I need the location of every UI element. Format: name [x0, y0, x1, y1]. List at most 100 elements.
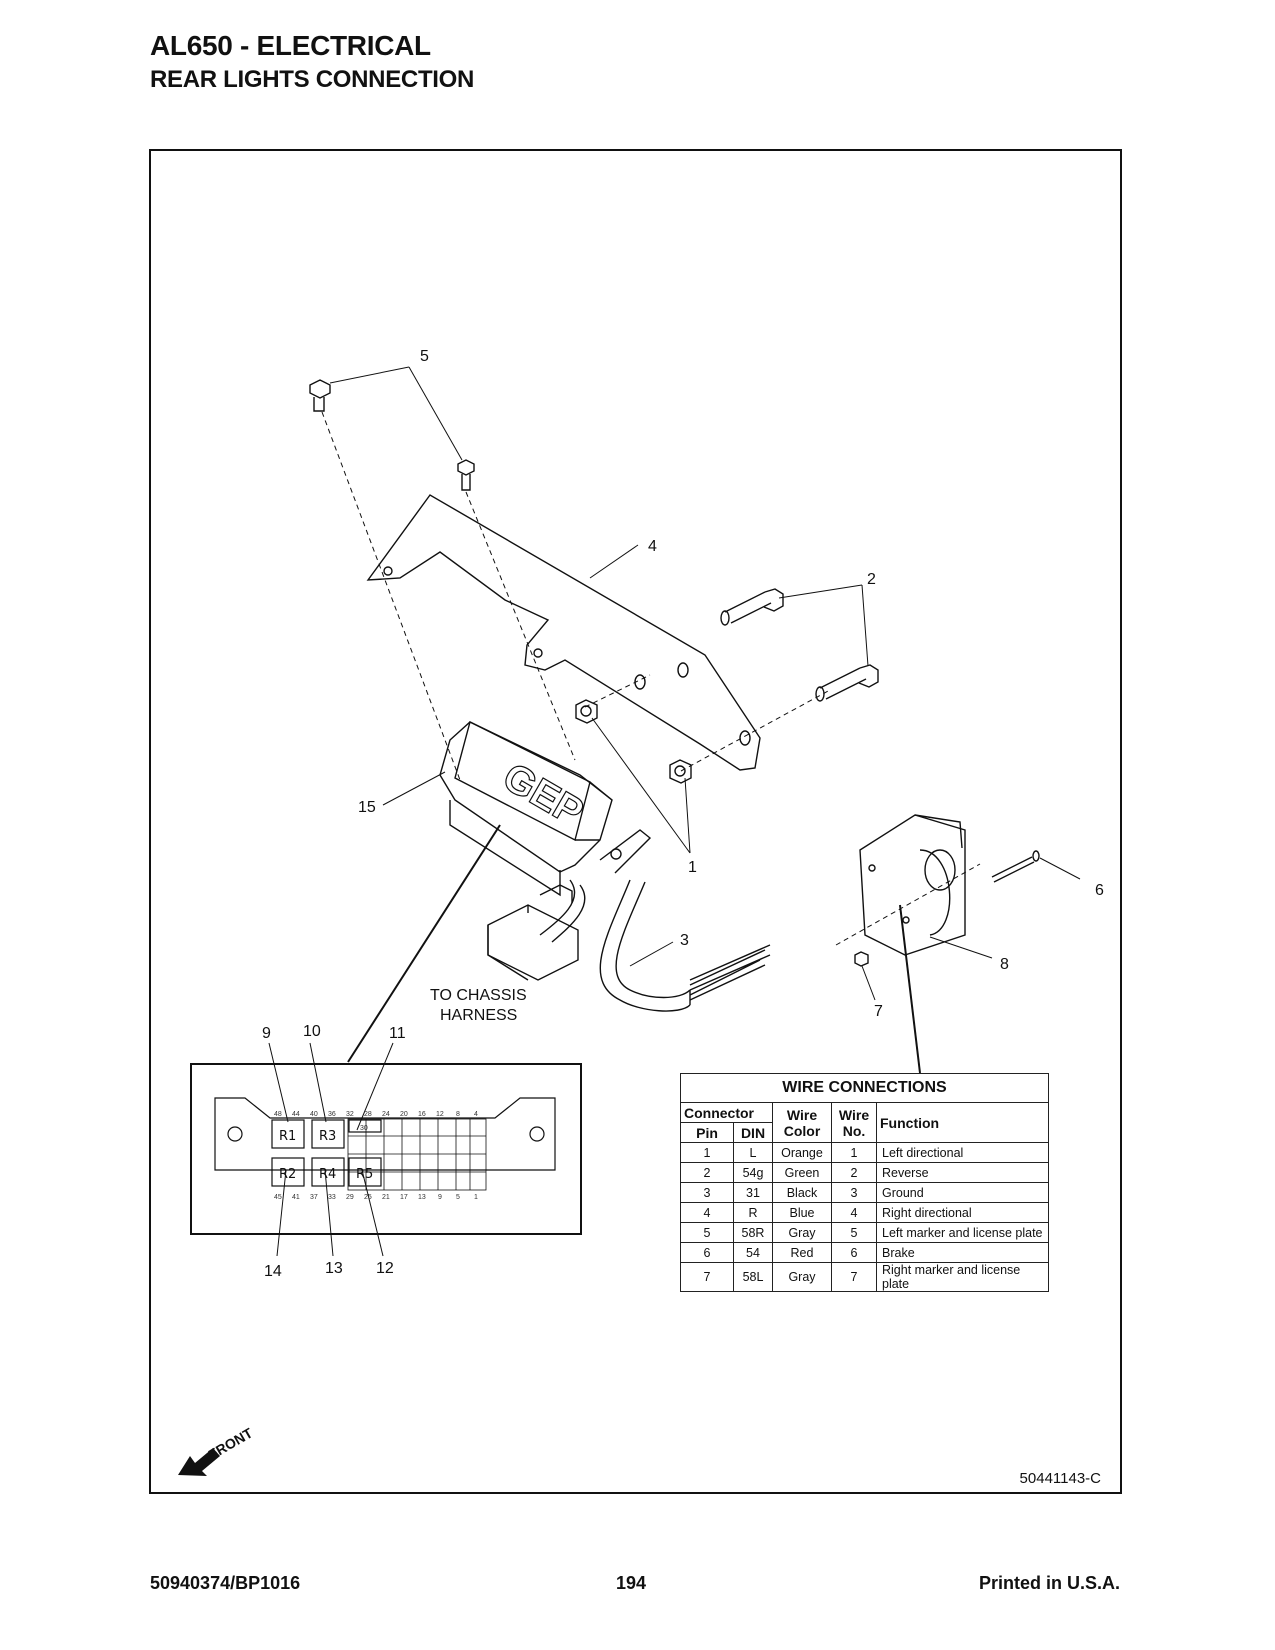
cell-din: 54g [733, 1162, 773, 1183]
cell-din: R [733, 1202, 773, 1223]
pin-13: 13 [418, 1194, 426, 1201]
leader-lines [329, 366, 1081, 1074]
cell-color: Blue [772, 1202, 832, 1223]
footer-doc-number: 50940374/BP1016 [150, 1573, 301, 1593]
cell-function: Right directional [876, 1202, 1049, 1223]
pin-25: 25 [364, 1194, 372, 1201]
pin-20: 20 [400, 1111, 408, 1118]
cell-function: Brake [876, 1242, 1049, 1263]
relay-30-label: 30 [360, 1125, 368, 1132]
header-wire-color: Wire Color [772, 1102, 832, 1143]
pin-4: 4 [474, 1111, 478, 1118]
screw-6 [991, 850, 1040, 883]
footer-printed: Printed in U.S.A. [978, 1573, 1120, 1593]
cell-color: Black [772, 1182, 832, 1203]
pin-36: 36 [328, 1111, 336, 1118]
callout-3: 3 [680, 932, 689, 949]
chassis-connector [487, 884, 579, 981]
cell-pin: 3 [680, 1182, 734, 1203]
callout-5: 5 [420, 348, 429, 365]
cell-din: 54 [733, 1242, 773, 1263]
cell-color: Orange [772, 1142, 832, 1163]
nut-1 [575, 699, 692, 784]
callout-11: 11 [389, 1025, 406, 1042]
cell-color: Gray [772, 1262, 832, 1292]
cell-color: Gray [772, 1222, 832, 1243]
header-function: Function [876, 1102, 1049, 1143]
relay-box-detail [190, 1042, 582, 1257]
cell-din: 31 [733, 1182, 773, 1203]
header-connector: Connector [680, 1102, 773, 1123]
cell-wire-no: 7 [831, 1262, 877, 1292]
drawing-frame [149, 149, 1122, 1494]
callout-13: 13 [325, 1260, 343, 1277]
callout-7: 7 [874, 1003, 883, 1020]
chassis-note-line1: TO CHASSIS [430, 987, 527, 1004]
cell-function: Left directional [876, 1142, 1049, 1163]
callout-9: 9 [262, 1025, 271, 1042]
callout-14: 14 [264, 1263, 282, 1280]
callout-1: 1 [688, 859, 697, 876]
wire-table-title: WIRE CONNECTIONS [680, 1073, 1049, 1103]
relay-r2: R2 [279, 1167, 296, 1182]
pin-5: 5 [456, 1194, 460, 1201]
cell-wire-no: 5 [831, 1222, 877, 1243]
relay-module-15 [439, 720, 652, 897]
callout-10: 10 [303, 1023, 321, 1040]
pin-9: 9 [438, 1194, 442, 1201]
nut-7 [854, 951, 869, 967]
cell-wire-no: 3 [831, 1182, 877, 1203]
harness-3 [539, 879, 771, 1012]
pin-28: 28 [364, 1111, 372, 1118]
cell-pin: 2 [680, 1162, 734, 1183]
pin-37: 37 [310, 1194, 318, 1201]
header-pin: Pin [680, 1122, 734, 1143]
page-title: AL650 - ELECTRICAL [150, 30, 431, 61]
pin-40: 40 [310, 1111, 318, 1118]
header-din: DIN [733, 1122, 773, 1143]
bolt-5b [457, 459, 475, 491]
pin-41: 41 [292, 1194, 300, 1201]
pin-1: 1 [474, 1194, 478, 1201]
pin-16: 16 [418, 1111, 426, 1118]
callout-6: 6 [1095, 882, 1104, 899]
relay-r4: R4 [319, 1167, 336, 1182]
bolt-5a [309, 379, 331, 412]
screw-2a [720, 588, 784, 626]
pin-8: 8 [456, 1111, 460, 1118]
pin-45: 45 [274, 1194, 282, 1201]
cell-function: Reverse [876, 1162, 1049, 1183]
cell-function: Right marker and license plate [876, 1262, 1049, 1292]
pin-48: 48 [274, 1111, 282, 1118]
screw-2b [815, 664, 879, 702]
chassis-note-line2: HARNESS [440, 1007, 517, 1024]
relay-r3: R3 [319, 1129, 336, 1144]
relay-r5: R5 [356, 1167, 373, 1182]
cell-function: Left marker and license plate [876, 1222, 1049, 1243]
cell-pin: 6 [680, 1242, 734, 1263]
callout-2: 2 [867, 571, 876, 588]
cell-function: Ground [876, 1182, 1049, 1203]
cell-din: 58L [733, 1262, 773, 1292]
cell-pin: 5 [680, 1222, 734, 1243]
front-arrow-icon [178, 1448, 220, 1476]
pin-29: 29 [346, 1194, 354, 1201]
cell-wire-no: 4 [831, 1202, 877, 1223]
footer-page-number: 194 [616, 1573, 647, 1593]
relay-r1: R1 [279, 1129, 296, 1144]
callout-12: 12 [376, 1260, 394, 1277]
cell-din: 58R [733, 1222, 773, 1243]
page-subtitle: REAR LIGHTS CONNECTION [150, 66, 475, 93]
tail-light-8 [859, 814, 966, 956]
wire-connections-table: WIRE CONNECTIONS Connector Wire Color Wi… [680, 1073, 1049, 1292]
bracket-4 [366, 494, 761, 771]
cell-wire-no: 1 [831, 1142, 877, 1163]
